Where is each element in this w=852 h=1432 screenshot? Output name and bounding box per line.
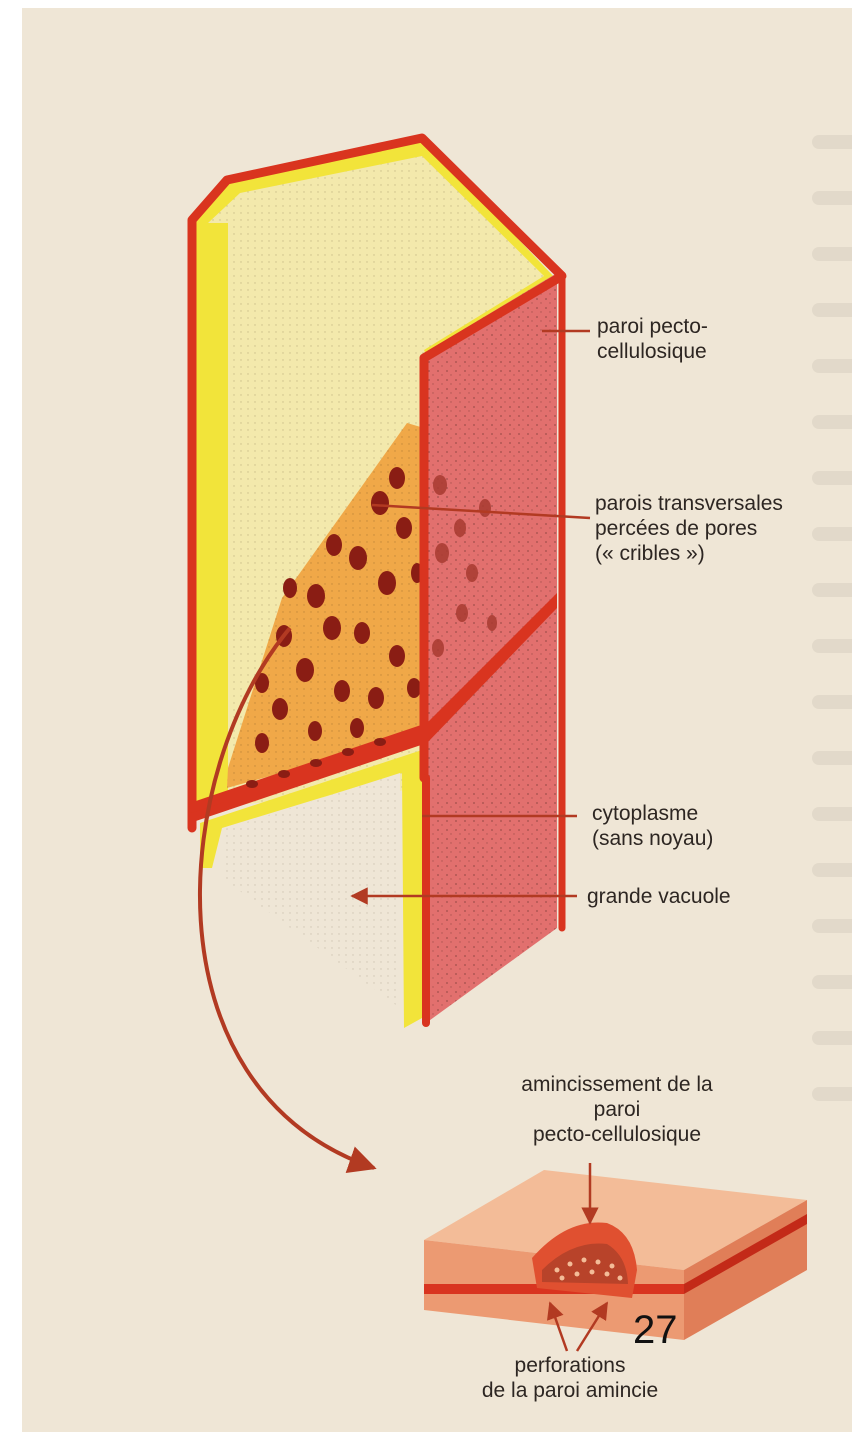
label-grande-vacuole: grande vacuole	[587, 884, 731, 909]
label-perforations: perforations de la paroi amincie	[460, 1353, 680, 1403]
label-cytoplasme: cytoplasme (sans noyau)	[592, 801, 713, 851]
label-amincissement: amincissement de la paroi pecto-cellulos…	[517, 1072, 717, 1147]
sieve-tube-diagram	[22, 8, 852, 1432]
wall-detail-block	[424, 1170, 807, 1340]
label-paroi-pecto-cellulosique: paroi pecto- cellulosique	[597, 314, 708, 364]
label-parois-transversales: parois transversales percées de pores («…	[595, 491, 783, 566]
page-number: 27	[633, 1308, 678, 1353]
book-page: paroi pecto- cellulosique parois transve…	[22, 8, 852, 1432]
